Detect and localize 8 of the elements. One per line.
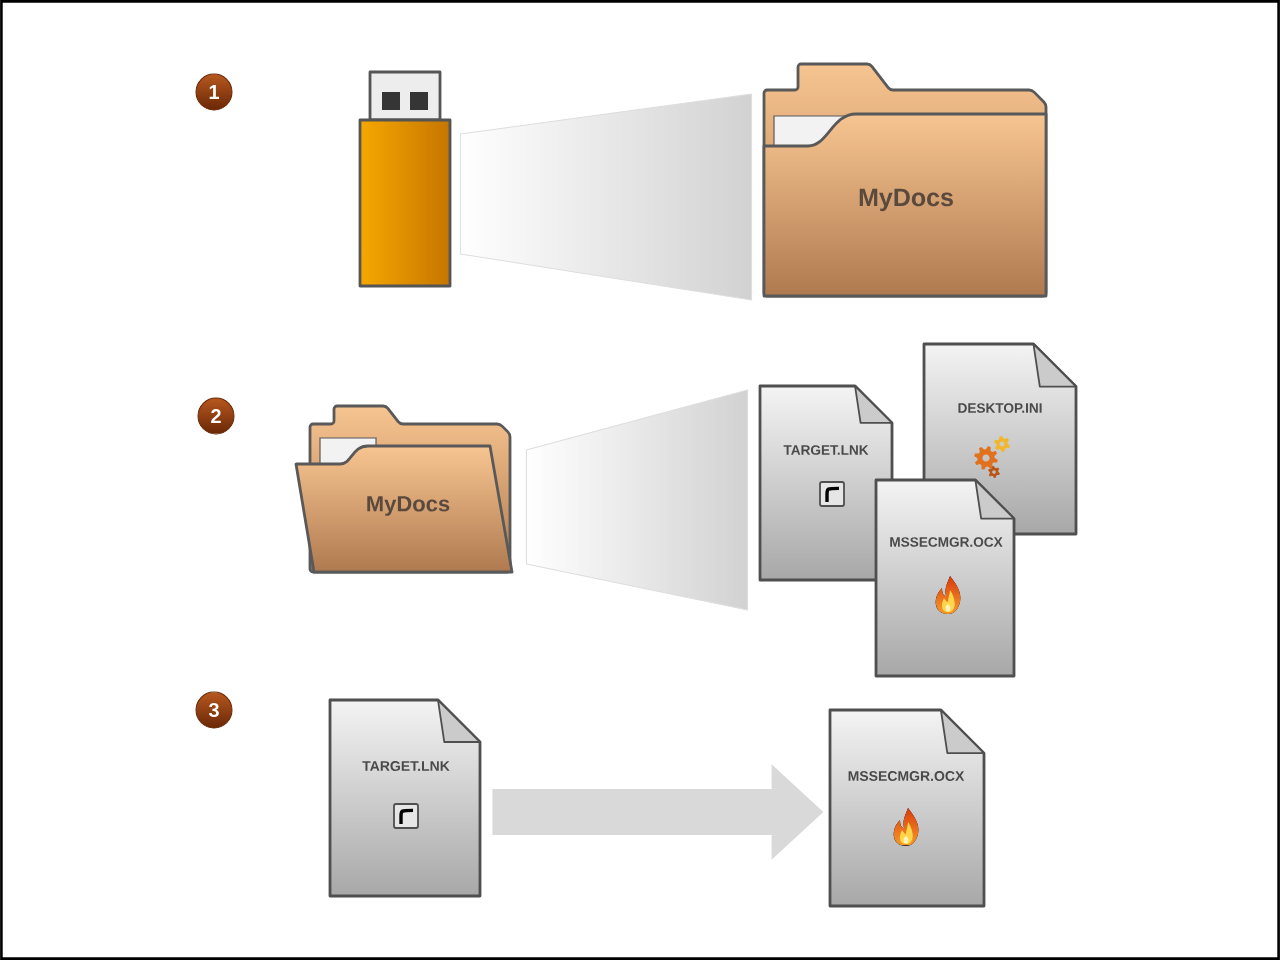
number-badge: 1 <box>195 73 233 111</box>
folder: MyDocs <box>762 62 1048 298</box>
beam <box>525 389 749 611</box>
folder: MyDocs <box>294 404 514 574</box>
number-badge: 3 <box>195 691 233 729</box>
beam <box>459 93 753 301</box>
number-badge: 2 <box>197 397 235 435</box>
usb-drive <box>358 70 452 288</box>
